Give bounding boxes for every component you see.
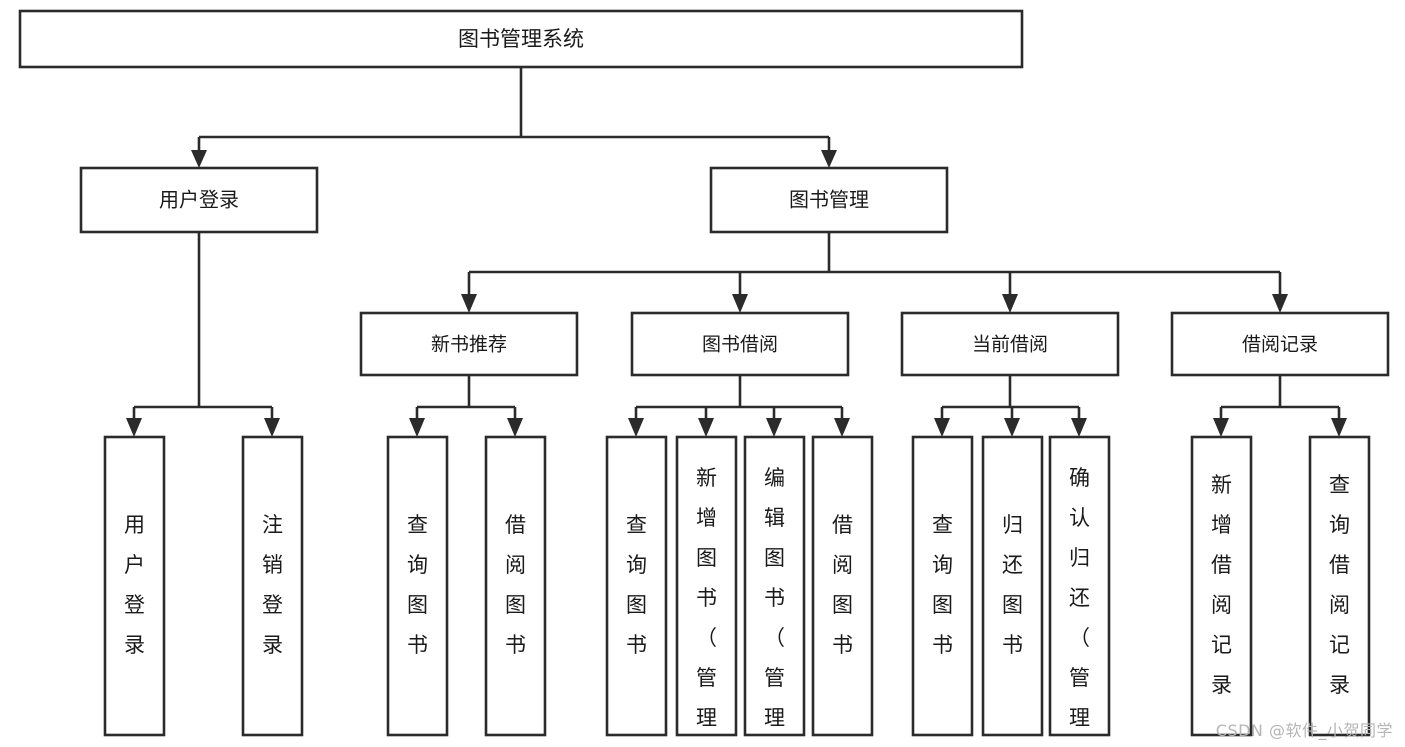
leaf-node-label: 借阅图书 (505, 513, 526, 657)
leaf-node-box[interactable] (811, 435, 874, 737)
leaf-node-label: 查询图书 (626, 513, 647, 657)
leaf-node-label: 查询图书 (407, 513, 428, 657)
node-borrow-record[interactable]: 借阅记录 (1170, 311, 1390, 377)
node-current-borrow-label: 当前借阅 (972, 334, 1048, 356)
node-book-manage-label: 图书管理 (789, 188, 869, 212)
leaf-node[interactable]: 用户登录 (103, 435, 166, 737)
arrowhead-leaf-query-book-current (934, 418, 950, 437)
leaf-node[interactable]: 注销登录 (241, 435, 304, 737)
arrowhead-leaf-query-book-borrow (628, 418, 644, 437)
node-current-borrow[interactable]: 当前借阅 (900, 311, 1120, 377)
arrowhead-leaf-query-borrow-record (1331, 418, 1347, 437)
leaf-node-box[interactable] (241, 435, 304, 737)
node-book-borrow[interactable]: 图书借阅 (630, 311, 850, 377)
node-new-book-rec[interactable]: 新书推荐 (359, 311, 579, 377)
leaf-node-box[interactable] (1308, 435, 1371, 737)
arrowhead-leaf-query-book-rec (409, 418, 425, 437)
leaf-node-box[interactable] (981, 435, 1044, 737)
watermark: CSDN @软件_小贺同学 (1215, 721, 1393, 740)
node-user-login[interactable]: 用户登录 (79, 166, 319, 234)
leaf-node[interactable]: 确认归还（管理员） (1048, 435, 1111, 747)
arrowhead-leaf-edit-book-admin (766, 418, 782, 437)
leaf-node-label: 查询图书 (932, 513, 953, 657)
node-root-label: 图书管理系统 (458, 27, 584, 51)
node-user-login-box[interactable] (79, 166, 319, 234)
leaf-node-label: 注销登录 (262, 513, 283, 657)
leaf-node-box[interactable] (605, 435, 668, 737)
leaf-node[interactable]: 查询借阅记录 (1308, 435, 1371, 737)
arrowhead-leaf-confirm-return-admin (1071, 418, 1087, 437)
leaf-node[interactable]: 归还图书 (981, 435, 1044, 737)
connector-layer (126, 67, 1347, 437)
leaf-node-box[interactable] (1048, 435, 1111, 737)
leaf-node-label: 确认归还（管理员） (1069, 466, 1090, 747)
leaf-node-label: 查询借阅记录 (1329, 473, 1350, 697)
leaf-node-box[interactable] (103, 435, 166, 737)
leaf-node-box[interactable] (675, 435, 738, 737)
node-book-manage-box[interactable] (709, 166, 949, 234)
leaf-node[interactable]: 借阅图书 (811, 435, 874, 737)
leaf-node-label: 用户登录 (124, 513, 145, 657)
arrowhead-leaf-return-book (1004, 418, 1020, 437)
node-borrow-record-label: 借阅记录 (1242, 334, 1318, 356)
leaf-node[interactable]: 编辑图书（管理员） (743, 435, 806, 747)
leaf-node-label: 归还图书 (1002, 513, 1023, 657)
node-root[interactable]: 图书管理系统 (18, 9, 1024, 69)
leaf-node-label: 借阅图书 (832, 513, 853, 657)
leaf-node-layer: 用户登录 注销登录 查询图书 借阅图书 查询图书 新增图书（管理员） 编辑图书（管理员） 借阅… (103, 435, 1371, 747)
arrowhead-leaf-borrow-book-rec (507, 418, 523, 437)
leaf-node-label: 新增借阅记录 (1211, 473, 1232, 697)
leaf-node-label: 新增图书（管理员） (696, 466, 717, 747)
leaf-node-box[interactable] (386, 435, 449, 737)
arrowhead-leaf-add-book-admin (698, 418, 714, 437)
leaf-node-box[interactable] (911, 435, 974, 737)
leaf-node[interactable]: 借阅图书 (484, 435, 547, 737)
leaf-node[interactable]: 查询图书 (605, 435, 668, 737)
node-root-box[interactable] (18, 9, 1024, 69)
leaf-node[interactable]: 查询图书 (386, 435, 449, 737)
arrowhead-leaf-add-borrow-record (1213, 418, 1229, 437)
node-user-login-label: 用户登录 (159, 188, 239, 212)
arrowhead-book-borrow (732, 294, 748, 313)
node-book-borrow-box[interactable] (630, 311, 850, 377)
leaf-node-box[interactable] (743, 435, 806, 737)
leaf-node[interactable]: 查询图书 (911, 435, 974, 737)
leaf-node-box[interactable] (1190, 435, 1253, 737)
arrowhead-current-borrow (1002, 294, 1018, 313)
node-new-book-rec-label: 新书推荐 (431, 334, 507, 356)
node-book-manage[interactable]: 图书管理 (709, 166, 949, 234)
leaf-node-box[interactable] (484, 435, 547, 737)
node-current-borrow-box[interactable] (900, 311, 1120, 377)
node-borrow-record-box[interactable] (1170, 311, 1390, 377)
arrowhead-book-manage (821, 150, 837, 168)
node-book-borrow-label: 图书借阅 (702, 334, 778, 356)
arrowhead-borrow-record (1272, 294, 1288, 313)
leaf-node[interactable]: 新增借阅记录 (1190, 435, 1253, 737)
arrowhead-leaf-user-login (126, 418, 142, 437)
arrowhead-leaf-borrow-book (834, 418, 850, 437)
leaf-node[interactable]: 新增图书（管理员） (675, 435, 738, 747)
arrowhead-leaf-logout-login (264, 418, 280, 437)
arrowhead-user-login (191, 150, 207, 168)
node-new-book-rec-box[interactable] (359, 311, 579, 377)
arrowhead-new-book-rec (461, 294, 477, 313)
